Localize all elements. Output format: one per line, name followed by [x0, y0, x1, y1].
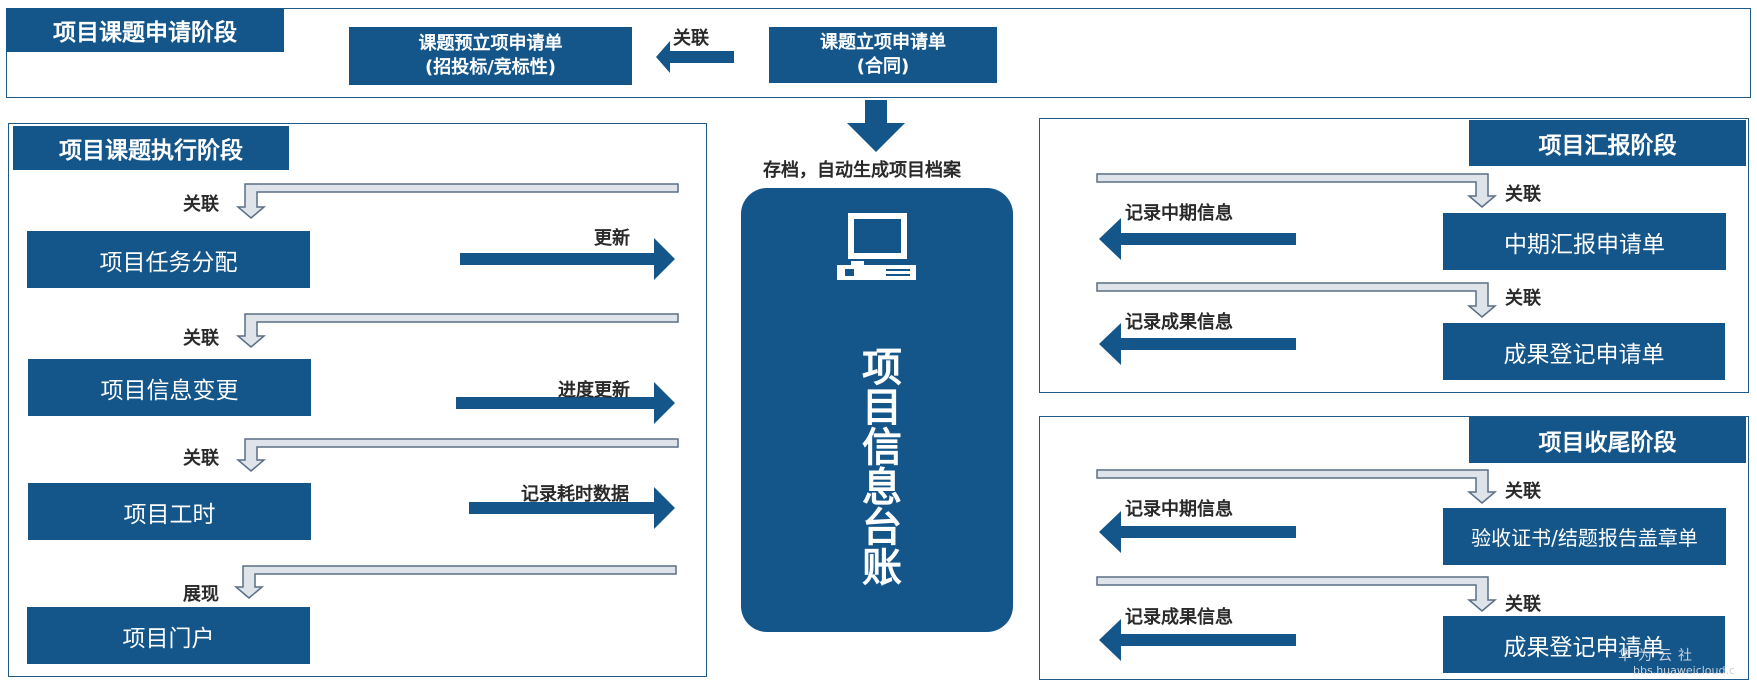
execution-connector-label-4: 展现: [183, 584, 219, 605]
approval-line1: 课题立项申请单: [820, 32, 946, 53]
record-label-4: 记录成果信息: [1125, 607, 1233, 628]
pre-approval-line2: (招投标/竞标性): [424, 57, 557, 78]
approval-line2: (合同): [856, 56, 910, 77]
report-stage-title: 项目汇报阶段: [1469, 120, 1746, 166]
project-ledger-panel: 项目信息台账: [741, 188, 1013, 632]
application-stage-title: 项目课题申请阶段: [6, 8, 284, 52]
ledger-title: 项目信息台账: [855, 346, 901, 586]
link-arrow: [656, 41, 734, 73]
execution-connector-label-2: 关联: [183, 328, 219, 349]
execution-connector-label-3: 关联: [183, 448, 219, 469]
info-change-box: 项目信息变更: [28, 359, 311, 416]
record-arrow-4: [1099, 619, 1296, 661]
closing-stage-title: 项目收尾阶段: [1469, 417, 1746, 463]
task-assignment-box: 项目任务分配: [27, 231, 310, 288]
acceptance-certificate-box: 验收证书/结题报告盖章单: [1443, 508, 1726, 565]
monitor-icon: [837, 213, 916, 280]
archive-label: 存档，自动生成项目档案: [763, 160, 961, 181]
report-connector-label-1: 关联: [1505, 184, 1541, 205]
watermark-line2: bbs.huaweicloud.c: [1633, 664, 1736, 677]
execution-stage-title: 项目课题执行阶段: [13, 126, 289, 170]
record-label-2: 记录成果信息: [1125, 312, 1233, 333]
link-label: 关联: [673, 28, 709, 49]
record-arrow-1: [1099, 218, 1296, 260]
update-arrow-1: [460, 238, 675, 280]
update-label-1: 更新: [594, 228, 630, 249]
execution-connector-1: [235, 183, 679, 219]
closing-connector-label-1: 关联: [1505, 481, 1541, 502]
update-label-2: 进度更新: [558, 380, 630, 401]
closing-connector-1: [1096, 469, 1498, 504]
record-label-3: 记录中期信息: [1125, 499, 1233, 520]
closing-achievement-register-box: 成果登记申请单: [1443, 616, 1725, 673]
work-hours-box: 项目工时: [28, 483, 311, 540]
closing-connector-label-2: 关联: [1505, 594, 1541, 615]
project-portal-box[interactable]: 项目门户: [27, 607, 310, 664]
approval-box: 课题立项申请单 (合同): [769, 27, 997, 83]
execution-connector-2: [235, 313, 679, 348]
interim-report-box: 中期汇报申请单: [1443, 213, 1726, 270]
watermark-line1: 华为云社: [1618, 648, 1698, 664]
pre-approval-box: 课题预立项申请单 (招投标/竞标性): [349, 27, 632, 85]
report-connector-1: [1096, 173, 1498, 208]
record-arrow-3: [1099, 511, 1296, 553]
execution-connector-3: [235, 438, 679, 472]
execution-connector-label-1: 关联: [183, 194, 219, 215]
closing-connector-2: [1096, 576, 1498, 612]
update-label-3: 记录耗时数据: [521, 484, 629, 505]
achievement-register-box: 成果登记申请单: [1443, 323, 1725, 380]
execution-connector-4: [233, 565, 677, 599]
record-label-1: 记录中期信息: [1125, 203, 1233, 224]
report-connector-2: [1096, 282, 1498, 318]
report-connector-label-2: 关联: [1505, 288, 1541, 309]
update-arrow-2: [456, 382, 675, 424]
record-arrow-2: [1099, 323, 1296, 365]
pre-approval-line1: 课题预立项申请单: [418, 33, 563, 54]
archive-down-arrow: [847, 100, 905, 152]
update-arrow-3: [469, 487, 675, 529]
